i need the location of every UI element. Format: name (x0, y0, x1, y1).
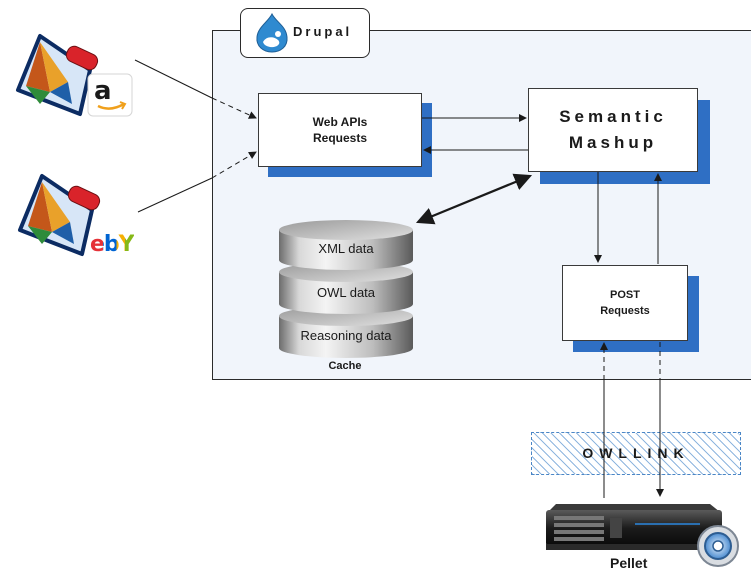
ebay-logo: ebY (90, 232, 135, 257)
owllink-label: OWLLINK (582, 445, 690, 461)
drupal-label: Drupal (293, 24, 353, 39)
gear-icon (697, 525, 739, 567)
post-line1: POST (610, 289, 640, 301)
amazon-source-icon (16, 34, 133, 117)
post-requests-box: POST Requests (562, 265, 688, 341)
ebay-logo-text: ebY (90, 232, 135, 257)
cache-layer-reasoning: Reasoning data (300, 328, 392, 343)
pellet-server-icon (546, 504, 739, 567)
arrow-semantic-cache (415, 173, 533, 225)
cache-layer-xml: XML data (318, 241, 374, 256)
cache-label: Cache (328, 360, 362, 372)
semantic-line2: Mashup (568, 133, 658, 152)
amazon-logo-text: a (94, 76, 112, 106)
cylinder-xml (279, 220, 413, 270)
ebay-source-icon (18, 174, 101, 256)
owllink-band (531, 432, 741, 475)
web-apis-requests-box: Web APIs Requests (258, 93, 422, 167)
post-line2: Requests (600, 305, 650, 317)
semantic-mashup-box: Semantic Mashup (528, 88, 698, 172)
drupal-logo-icon (256, 12, 288, 53)
semantic-line1: Semantic (559, 107, 667, 126)
pellet-label: Pellet (610, 555, 648, 571)
arrow-amazon-to-webapis (134, 59, 257, 119)
cache-layer-owl: OWL data (316, 285, 376, 300)
cache-database (279, 220, 413, 358)
arrow-ebay-to-webapis (137, 151, 257, 213)
web-apis-line2: Requests (312, 131, 368, 145)
web-apis-line1: Web APIs (312, 115, 368, 129)
